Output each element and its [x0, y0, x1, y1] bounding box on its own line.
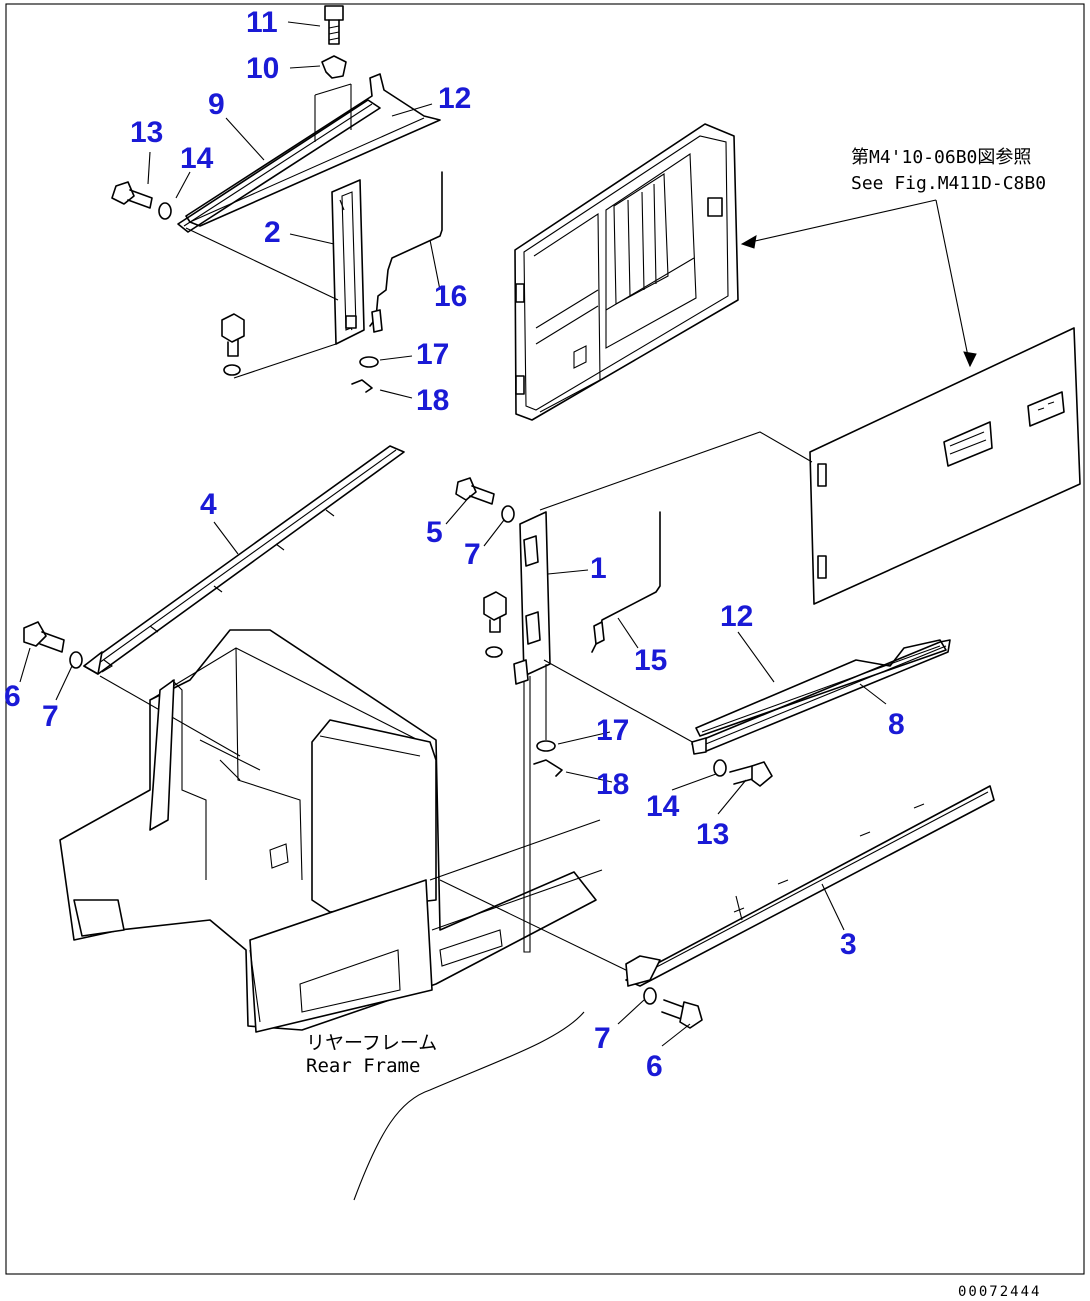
reference-note-ja: 第M4'10-06B0図参照: [851, 147, 1031, 168]
part-15-lock-rod: [591, 511, 661, 653]
callout-6-bottom: 6: [646, 1050, 663, 1083]
part-13-bolt-upper: [111, 181, 153, 209]
part-2-pillar: [331, 179, 365, 345]
part-7-washer-bottom: [643, 987, 657, 1005]
frame-label-ja: リヤーフレーム: [306, 1032, 437, 1054]
callout-16: 16: [434, 280, 467, 313]
bolt-center: [483, 591, 507, 658]
part-14-washer-lower: [713, 759, 727, 777]
callout-14-lower: 14: [646, 790, 680, 823]
callout-17-lower: 17: [596, 714, 629, 747]
part-17-washer-lower: [536, 664, 556, 752]
part-6-bolt-bottom: [661, 999, 703, 1029]
door-frame-panel: [514, 123, 739, 421]
part-7-washer-left: [69, 651, 83, 669]
callout-numbers: 11 10 9 12 13 14 2 16 17 18 4 5 7 1 6 7 …: [4, 6, 905, 1083]
part-18-pin-lower: [533, 759, 563, 777]
callout-10: 10: [246, 52, 279, 85]
part-6-bolt-left: [23, 621, 65, 653]
part-16-lock-rod: [369, 171, 443, 333]
part-11-bolt: [324, 5, 344, 45]
leader-lines: [19, 21, 887, 1047]
callout-3: 3: [840, 928, 857, 961]
callout-14-upper: 14: [180, 142, 214, 175]
callout-12-upper: 12: [438, 82, 471, 115]
callout-5: 5: [426, 516, 443, 549]
reference-note: 第M4'10-06B0図参照 See Fig.M411D-C8B0: [851, 147, 1046, 194]
part-12-lower-rail: [695, 639, 947, 737]
callout-6-left: 6: [4, 680, 21, 713]
part-4-left-rail: [83, 445, 405, 675]
assembly-line: [185, 227, 339, 301]
callout-13-upper: 13: [130, 116, 163, 149]
part-18-pin-upper: [351, 379, 373, 393]
assembly-line-8: [543, 659, 697, 745]
callout-18-lower: 18: [596, 768, 629, 801]
part-10-clip: [321, 55, 347, 79]
ground-outline: [353, 1011, 585, 1201]
part-14-washer-upper: [158, 202, 172, 220]
part-9-upper-panel-rail: [177, 83, 381, 233]
callout-11: 11: [246, 6, 278, 39]
rear-frame: [59, 629, 631, 1033]
callout-1: 1: [590, 552, 607, 585]
part-5-bolt: [455, 477, 495, 505]
callout-4: 4: [200, 488, 217, 521]
part-8-lower-panel-rail: [691, 639, 951, 755]
part-3-lower-rail: [625, 785, 995, 987]
callout-18-upper: 18: [416, 384, 449, 417]
reference-arrows: [740, 199, 977, 368]
drawing-code: 00072444: [958, 1284, 1041, 1300]
callout-2: 2: [264, 216, 281, 249]
callout-7-bottom: 7: [594, 1022, 611, 1055]
callout-12-lower: 12: [720, 600, 753, 633]
part-17-washer-upper: [359, 356, 379, 368]
bolt-upper-small: [221, 313, 337, 379]
callout-13-lower: 13: [696, 818, 729, 851]
callout-7-left: 7: [42, 700, 59, 733]
part-1-central-post: [513, 511, 551, 953]
callout-9: 9: [208, 88, 225, 121]
drawing-border: [5, 3, 1085, 1275]
reference-note-en: See Fig.M411D-C8B0: [851, 173, 1046, 194]
callout-7-top: 7: [464, 538, 481, 571]
callout-15: 15: [634, 644, 667, 677]
part-7-washer-top: [501, 505, 515, 523]
side-cover-panel: [539, 327, 1081, 605]
callout-17-upper: 17: [416, 338, 449, 371]
callout-8: 8: [888, 708, 905, 741]
part-13-bolt-lower: [729, 761, 773, 787]
frame-label-en: Rear Frame: [306, 1055, 420, 1077]
